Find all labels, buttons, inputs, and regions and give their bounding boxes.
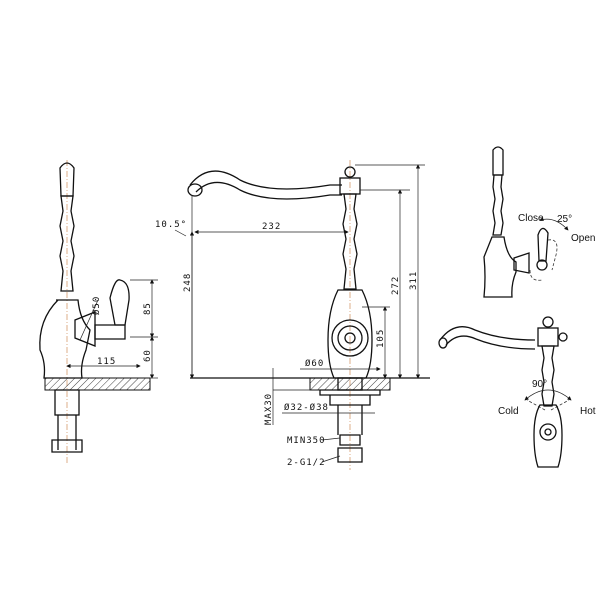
- spout-top: [59, 162, 75, 197]
- top-knob: [344, 166, 356, 178]
- max-counter-label: MAX30: [264, 393, 274, 425]
- spout: [189, 170, 342, 200]
- hose-length-label: MIN350: [287, 436, 326, 446]
- total-height-label: 311: [409, 271, 419, 290]
- handle-lower-label: 60: [143, 349, 153, 362]
- cold-label: Cold: [498, 406, 519, 417]
- front-view: 232 248 10.5° 272 311 105 Ø60 MAX30 Ø32-…: [155, 160, 430, 470]
- handle: [109, 279, 130, 326]
- counter-slab: [44, 377, 151, 391]
- rotation-angle-label: 90°: [532, 379, 547, 390]
- side-view: Ø50 115 85 60: [39, 160, 158, 465]
- base-diameter-label: Ø60: [305, 358, 324, 369]
- open-close-diagram: Close 25° Open: [483, 146, 595, 298]
- handle-diameter-label: Ø50: [91, 296, 102, 315]
- body-height-label: 272: [391, 276, 401, 295]
- stem: [59, 195, 75, 292]
- open-angle-label: 25°: [557, 214, 572, 225]
- handle-upper-label: 85: [143, 302, 153, 315]
- handle-height-label: 105: [376, 329, 386, 348]
- hot-cold-diagram: 90° Cold Hot: [438, 316, 596, 468]
- connection-label: 2-G1/2: [287, 458, 326, 468]
- reach-label: 232: [262, 222, 281, 232]
- spout-height-label: 248: [183, 273, 193, 292]
- spout-angle-label: 10.5°: [155, 220, 187, 230]
- hole-diameter-label: Ø32-Ø38: [284, 402, 329, 413]
- hot-label: Hot: [580, 406, 596, 417]
- open-label: Open: [571, 233, 595, 244]
- close-label: Close: [518, 213, 544, 224]
- handle-reach-label: 115: [97, 357, 116, 367]
